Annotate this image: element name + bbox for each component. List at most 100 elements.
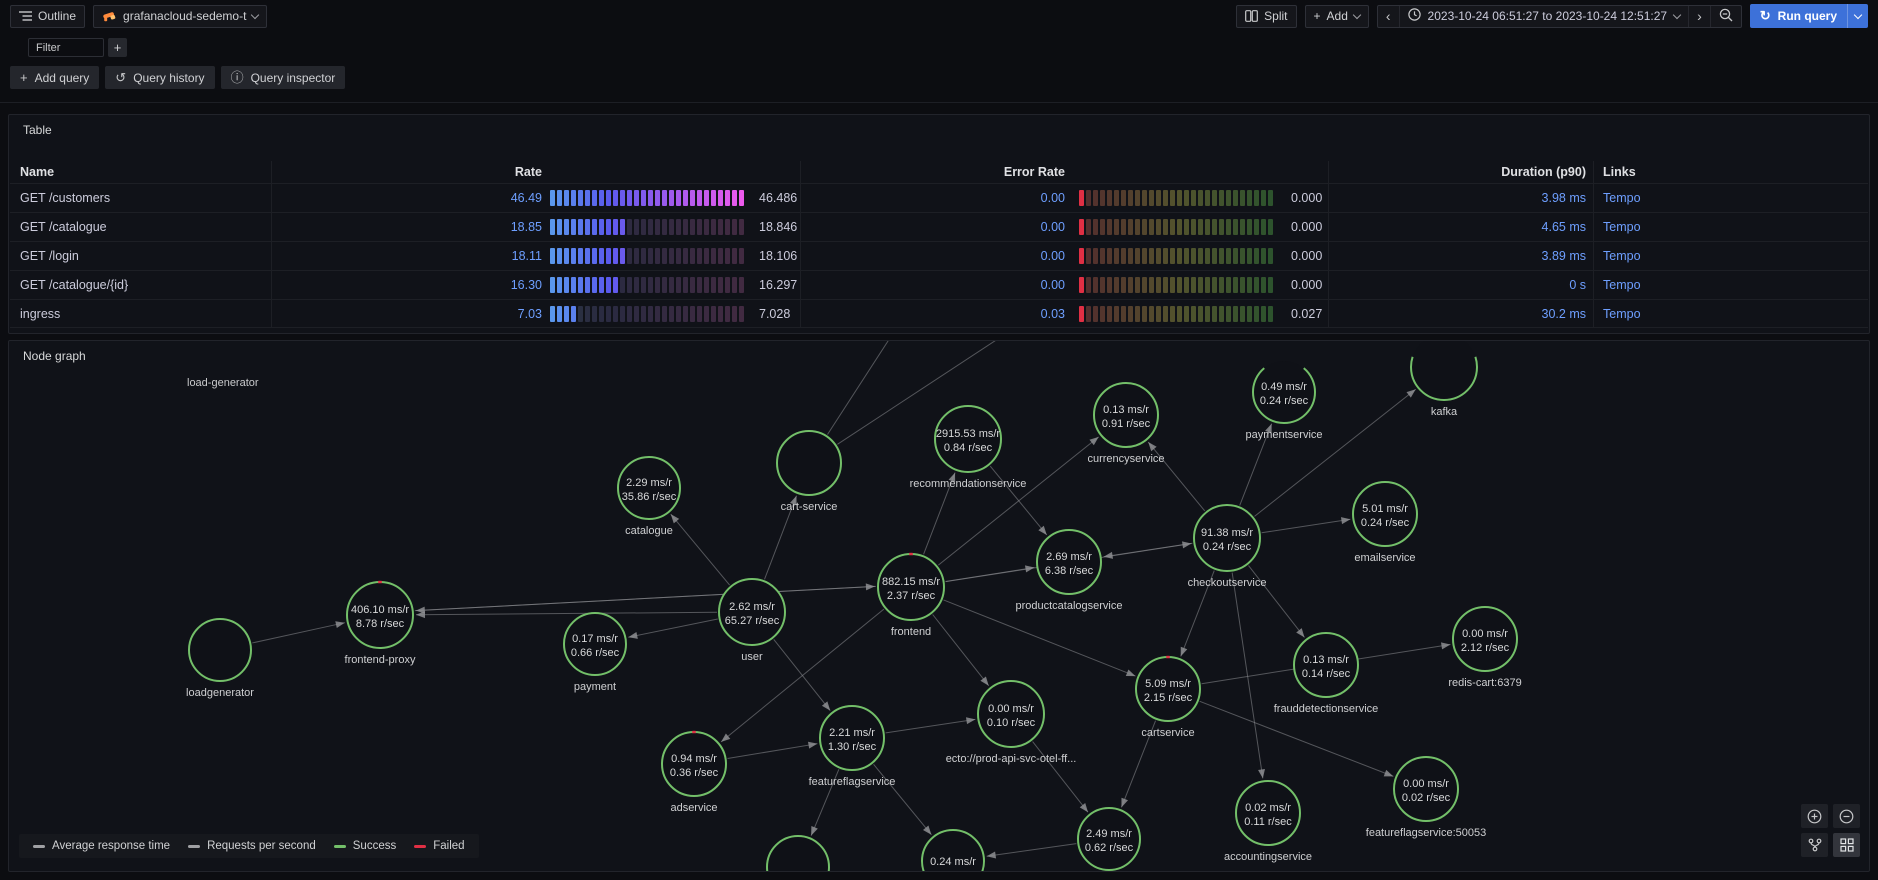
- graph-node-node024[interactable]: 0.24 ms/r: [921, 829, 985, 871]
- error-gauge-value: 0.000: [1291, 191, 1323, 205]
- tempo-link[interactable]: Tempo: [1603, 220, 1641, 234]
- graph-edge: [720, 608, 885, 743]
- error-rate-link[interactable]: 0.00: [1040, 249, 1065, 263]
- node-success-ring: [776, 430, 842, 496]
- datasource-picker[interactable]: grafanacloud-sedemo-t: [93, 4, 268, 28]
- graph-grid-view-button[interactable]: [1833, 833, 1860, 857]
- legend-item[interactable]: Requests per second: [188, 840, 316, 852]
- legend-item[interactable]: Average response time: [33, 840, 170, 852]
- time-range-button[interactable]: 2023-10-24 06:51:27 to 2023-10-24 12:51:…: [1398, 5, 1689, 27]
- node-stat-primary: 406.10 ms/r: [351, 604, 409, 616]
- error-rate-link[interactable]: 0.03: [1040, 306, 1065, 321]
- table-header-row: Name Rate Error Rate Duration (p90) Link…: [10, 161, 1868, 183]
- column-header-name[interactable]: Name: [10, 161, 272, 183]
- error-rate-link[interactable]: 0.00: [1040, 220, 1065, 234]
- cell-links: Tempo: [1594, 213, 1868, 241]
- column-header-rate[interactable]: Rate: [272, 161, 801, 183]
- rate-link[interactable]: 18.85: [510, 220, 542, 234]
- tempo-link[interactable]: Tempo: [1603, 249, 1641, 263]
- legend-item[interactable]: Success: [333, 840, 397, 852]
- node-graph-canvas[interactable]: loadgenerator 406.10 ms/r8.78 r/secfronte…: [9, 341, 1869, 871]
- run-query-button[interactable]: ↻ Run query: [1749, 4, 1868, 28]
- graph-edge: [1239, 423, 1273, 506]
- graph-node-kafka[interactable]: kafka: [1410, 341, 1478, 418]
- outline-label: Outline: [38, 9, 77, 23]
- graph-node-recommendationservice[interactable]: 2915.53 ms/r0.84 r/secrecommendationserv…: [910, 405, 1027, 490]
- split-button[interactable]: Split: [1236, 4, 1297, 28]
- duration-link[interactable]: 4.65 ms: [1541, 220, 1586, 234]
- column-header-duration[interactable]: Duration (p90): [1329, 161, 1594, 183]
- add-dropdown-button[interactable]: + Add: [1304, 4, 1369, 28]
- table: Name Rate Error Rate Duration (p90) Link…: [10, 161, 1868, 328]
- time-zoom-out-button[interactable]: [1709, 5, 1741, 27]
- filter-input[interactable]: Filter: [28, 38, 104, 57]
- graph-layout-button[interactable]: [1801, 833, 1828, 857]
- edge-arrow-icon: [721, 733, 731, 742]
- query-history-button[interactable]: ↺ Query history: [105, 66, 215, 89]
- duration-link[interactable]: 30.2 ms: [1541, 306, 1586, 321]
- rate-link[interactable]: 16.30: [510, 278, 542, 292]
- graph-node-bottomarc[interactable]: [766, 835, 830, 871]
- graph-zoom-out-button[interactable]: [1833, 804, 1860, 828]
- column-header-error-rate[interactable]: Error Rate: [801, 161, 1329, 183]
- graph-node-featureflagservice:50053[interactable]: 0.00 ms/r0.02 r/secfeatureflagservice:50…: [1366, 756, 1486, 839]
- edge-arrow-icon: [1265, 423, 1272, 434]
- tempo-link[interactable]: Tempo: [1603, 306, 1641, 321]
- add-filter-button[interactable]: +: [108, 38, 127, 57]
- node-label: payment: [574, 681, 616, 693]
- node-label: recommendationservice: [910, 478, 1027, 490]
- graph-node-node249[interactable]: 2.49 ms/r0.62 r/sec: [1077, 807, 1141, 871]
- column-header-links[interactable]: Links: [1603, 165, 1636, 179]
- outline-button[interactable]: Outline: [10, 4, 86, 28]
- rate-link[interactable]: 46.49: [510, 191, 542, 205]
- time-back-button[interactable]: ‹: [1378, 6, 1399, 27]
- node-stat-primary: 2.62 ms/r: [729, 601, 775, 613]
- duration-link[interactable]: 0 s: [1569, 278, 1586, 292]
- legend-label: Success: [352, 840, 397, 852]
- add-query-button[interactable]: + Add query: [10, 66, 100, 89]
- graph-node-ecto://prod-api-svc-otel-ff...[interactable]: 0.00 ms/r0.10 r/sececto://prod-api-svc-o…: [946, 680, 1077, 765]
- error-rate-link[interactable]: 0.00: [1040, 191, 1065, 205]
- graph-node-cart-service[interactable]: cart-service: [776, 430, 842, 513]
- rate-gauge-value: 16.297: [759, 278, 798, 292]
- chevron-right-icon: ›: [1697, 8, 1702, 24]
- edge-arrow-icon: [821, 701, 831, 711]
- outline-icon: [19, 10, 32, 22]
- graph-edge: [885, 718, 976, 734]
- graph-node-loadgenerator[interactable]: loadgenerator: [186, 618, 254, 699]
- rate-link[interactable]: 18.11: [511, 249, 542, 263]
- query-inspector-button[interactable]: ⓘ Query inspector: [220, 66, 346, 89]
- legend-item[interactable]: Failed: [414, 840, 465, 852]
- tempo-link[interactable]: Tempo: [1603, 191, 1641, 205]
- rate-link[interactable]: 7.03: [517, 306, 542, 321]
- run-query-dropdown[interactable]: [1847, 4, 1868, 28]
- edge-arrow-icon: [948, 472, 956, 483]
- graph-edge: [1248, 565, 1305, 638]
- node-label: cart-service: [781, 501, 838, 513]
- edge-arrow-icon: [1180, 646, 1188, 657]
- duration-link[interactable]: 3.98 ms: [1541, 191, 1586, 205]
- tempo-link[interactable]: Tempo: [1603, 278, 1641, 292]
- time-forward-button[interactable]: ›: [1688, 5, 1710, 27]
- clock-icon: [1407, 8, 1421, 24]
- error-rate-link[interactable]: 0.00: [1040, 278, 1065, 292]
- graph-zoom-in-button[interactable]: [1801, 804, 1828, 828]
- duration-link[interactable]: 3.89 ms: [1541, 249, 1586, 263]
